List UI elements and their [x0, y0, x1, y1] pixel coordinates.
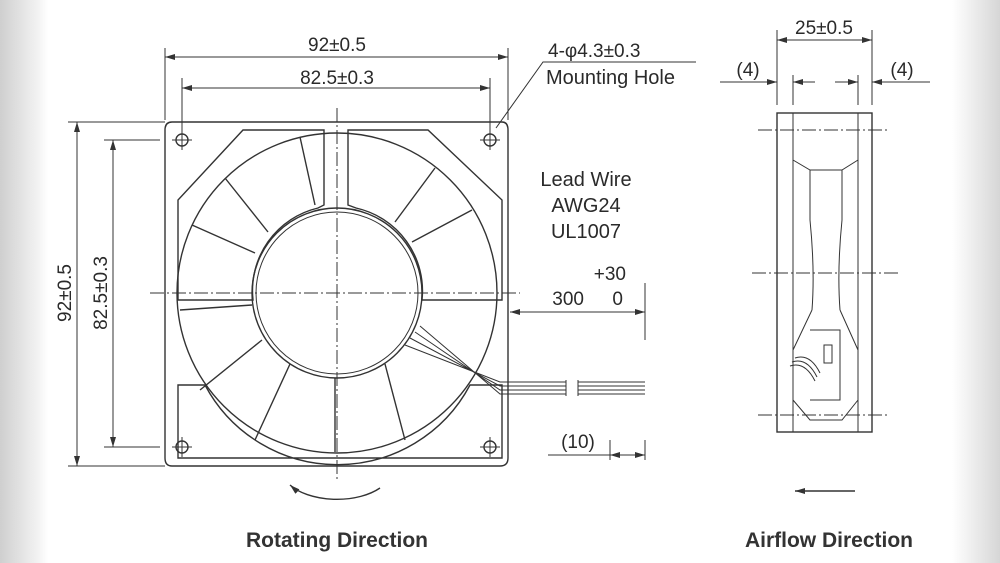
height-outer-dim: 92±0.5 [55, 264, 76, 322]
height-pitch-dim: 82.5±0.3 [91, 256, 112, 330]
fan-frame [164, 121, 509, 467]
rotation-arrow-icon [289, 484, 381, 501]
lead-wire-bundle [404, 325, 645, 396]
rotating-direction-caption: Rotating Direction [246, 529, 428, 552]
width-pitch-dim: 82.5±0.3 [300, 68, 374, 89]
lead-wire-gauge: AWG24 [551, 195, 620, 217]
width-outer-dim: 92±0.5 [308, 35, 366, 56]
lead-length: 300 [552, 289, 584, 310]
mounting-hole-label: Mounting Hole [546, 67, 675, 89]
side-dimensions: 25±0.5 (4) (4) Airflow Direction [720, 18, 930, 552]
lead-wire-label: Lead Wire [540, 169, 631, 191]
side-view [752, 112, 900, 494]
right-shadow [952, 0, 1000, 563]
blades [179, 136, 473, 452]
lead-tolerance-upper: +30 [594, 264, 626, 285]
strip-length: (10) [561, 432, 595, 453]
left-offset-dim: (4) [736, 60, 759, 81]
left-shadow [0, 0, 48, 563]
front-view [150, 108, 645, 501]
right-offset-dim: (4) [890, 60, 913, 81]
depth-dim: 25±0.5 [795, 18, 853, 39]
front-dimensions: 92±0.5 82.5±0.3 92±0.5 82.5±0.3 4-φ4.3±0… [55, 35, 696, 552]
mounting-hole-spec: 4-φ4.3±0.3 [548, 41, 640, 62]
airflow-direction-caption: Airflow Direction [745, 529, 913, 552]
lead-tolerance-lower: 0 [612, 289, 623, 310]
mounting-holes [172, 130, 500, 457]
lead-wire-standard: UL1007 [551, 221, 621, 243]
